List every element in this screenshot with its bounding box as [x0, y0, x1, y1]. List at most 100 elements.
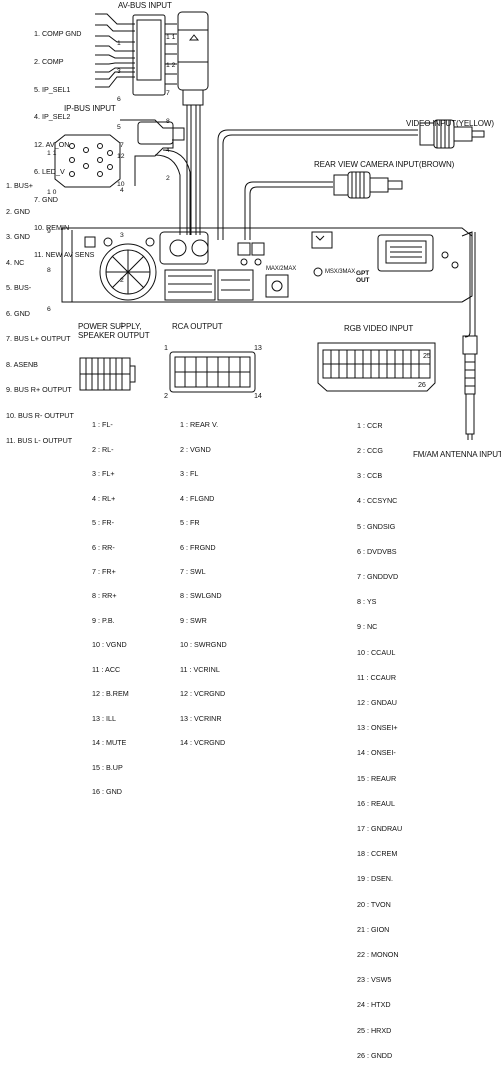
power-connector [79, 357, 136, 391]
rgb-connector [317, 342, 436, 392]
pin-number: 6 [117, 96, 121, 104]
power-pin: 13 : ILL [92, 713, 116, 723]
power-pin: 15 : B.UP [92, 762, 123, 772]
power-pin: 4 : RL+ [92, 493, 116, 503]
power-supply-title: POWER SUPPLY, SPEAKER OUTPUT [78, 322, 150, 340]
pin-number: 3 [120, 232, 124, 239]
power-pin: 2 : RL- [92, 444, 114, 454]
rgb-pin: 1 : CCR [357, 420, 383, 430]
head-unit-rear-panel [61, 227, 476, 303]
gpt-out-label: GPT OUT [356, 270, 370, 284]
rgb-pin: 17 : GNDRAU [357, 824, 403, 834]
pin-number: 2 [120, 277, 124, 284]
av-bus-connector [95, 11, 209, 235]
pin-number: 5 [117, 124, 121, 132]
ip-bus-label: 10. BUS R- OUTPUT [6, 410, 74, 420]
rca-pin: 10 : SWRGND [180, 640, 227, 650]
ip-bus-label: 6. GND [6, 308, 30, 318]
ip-bus-label: 4. NC [6, 257, 25, 267]
pin-number: 1 [117, 39, 121, 47]
pin-number: 1 1 [166, 33, 176, 41]
fm-am-antenna [462, 302, 478, 440]
rgb-pin: 9 : NC [357, 622, 378, 632]
rca-pin: 8 : SWLGND [180, 591, 222, 601]
pin-number: 8 [166, 118, 170, 126]
av-bus-left-pins: 1 3 6 5 12 10 [117, 20, 125, 199]
rgb-pin: 2 : CCG [357, 446, 383, 456]
rca-pin: 2 : VGND [180, 444, 211, 454]
ip-bus-label: 5. BUS- [6, 283, 32, 292]
rgb-pin: 23 : VSW5 [357, 975, 392, 985]
rca-connector [169, 351, 256, 393]
max-label-left: MAX/2MAX [266, 266, 297, 272]
rca-pin: 7 : SWL [180, 567, 206, 577]
power-pin: 7 : FR+ [92, 567, 116, 577]
rgb-pin: 15 : REAUR [357, 773, 397, 783]
av-bus-label: 11. NEW AV SENS [34, 250, 95, 260]
pin-number: 2 [166, 174, 170, 182]
rgb-pin: 5 : GNDSIG [357, 521, 396, 531]
av-bus-pin-list: 1. COMP GND 2. COMP 5. IP_SEL1 4. IP_SEL… [34, 11, 94, 269]
rgb-pin: 22 : MONON [357, 950, 399, 960]
pin-number: 8 [47, 267, 51, 274]
ip-bus-right-pins: 7 4 3 2 1 [120, 108, 124, 348]
rca-corner-label: 1 [164, 343, 168, 352]
rgb-pin: 3 : CCB [357, 471, 383, 481]
rgb-pin: 14 : ONSEI- [357, 748, 396, 758]
ip-bus-label: 9. BUS R+ OUTPUT [6, 385, 72, 394]
rgb-video-title: RGB VIDEO INPUT [344, 324, 414, 333]
ip-bus-pin-list: 1. BUS+ 2. GND 3. GND 4. NC 5. BUS- 6. G… [6, 165, 74, 454]
av-bus-label: 6. LED_V [34, 167, 65, 177]
pin-number: 7 [166, 90, 170, 98]
rca-pin: 12 : VCRGND [180, 689, 226, 699]
rgb-pin: 18 : CCREM [357, 849, 398, 859]
diagram-drawing [54, 11, 485, 440]
ip-bus-label: 8. ASENB [6, 359, 38, 369]
ip-bus-label: 2. GND [6, 206, 30, 216]
video-input-cable [217, 119, 485, 240]
power-pin: 6 : RR- [92, 542, 115, 552]
rca-pin: 13 : VCRINR [180, 713, 222, 723]
rca-output-title: RCA OUTPUT [172, 322, 223, 331]
max-label-right: MSX/3MAX [325, 269, 356, 275]
pin-number: 3 [117, 68, 121, 76]
rgb-pin: 8 : YS [357, 597, 377, 607]
rca-pin-list: 1 : REAR V. 2 : VGND 3 : FL 4 : FLGND 5 … [180, 405, 227, 756]
rca-pin: 11 : VCRINL [180, 664, 220, 674]
power-pin: 10 : VGND [92, 640, 127, 650]
fm-am-antenna-label: FM/AM ANTENNA INPUT [413, 450, 501, 459]
pin-number: 9 [47, 228, 51, 235]
av-bus-right-pins: 1 1 1 2 7 8 4 2 [166, 14, 175, 193]
rca-corner-label: 13 [254, 343, 262, 352]
ip-bus-connector [54, 119, 191, 235]
av-bus-label: 4. IP_SEL2 [34, 112, 71, 122]
rca-pin: 5 : FR [180, 518, 200, 528]
rear-camera-label: REAR VIEW CAMERA INPUT(BROWN) [314, 160, 455, 169]
wiring-diagram: AV-BUS INPUT 1. COMP GND 2. COMP 5. IP_S… [6, 1, 501, 1060]
rgb-pin: 21 : GION [357, 924, 390, 934]
pin-number: 10 [117, 180, 125, 188]
power-pin: 11 : ACC [92, 664, 121, 674]
ip-bus-label: 1. BUS+ [6, 181, 33, 190]
pin-number: 7 [120, 142, 124, 149]
pin-number: 4 [120, 187, 124, 194]
rca-corner-label: 2 [164, 391, 168, 400]
rgb-pin: 25 : HRXD [357, 1025, 392, 1035]
power-pin: 12 : B.REM [92, 689, 129, 699]
ip-bus-left-pins: 1 1 1 0 9 8 6 [47, 121, 56, 329]
rgb-pin: 24 : HTXD [357, 1000, 391, 1010]
rgb-pin: 12 : GNDAU [357, 698, 397, 708]
power-pin: 14 : MUTE [92, 738, 127, 748]
ip-bus-title: IP-BUS INPUT [64, 104, 116, 113]
rca-pin: 3 : FL [180, 469, 199, 479]
rgb-pin: 4 : CCSYNC [357, 496, 398, 506]
rca-pin: 9 : SWR [180, 615, 207, 625]
rgb-corner-label: 25 [423, 351, 431, 360]
power-pin: 16 : GND [92, 787, 122, 797]
rgb-pin: 19 : DSEN. [357, 874, 393, 884]
rca-corner-label: 14 [254, 391, 262, 400]
rgb-pin: 16 : REAUL [357, 798, 395, 808]
rca-pin: 6 : FRGND [180, 542, 216, 552]
rca-pin: 4 : FLGND [180, 493, 215, 503]
pin-number: 1 1 [47, 150, 57, 157]
